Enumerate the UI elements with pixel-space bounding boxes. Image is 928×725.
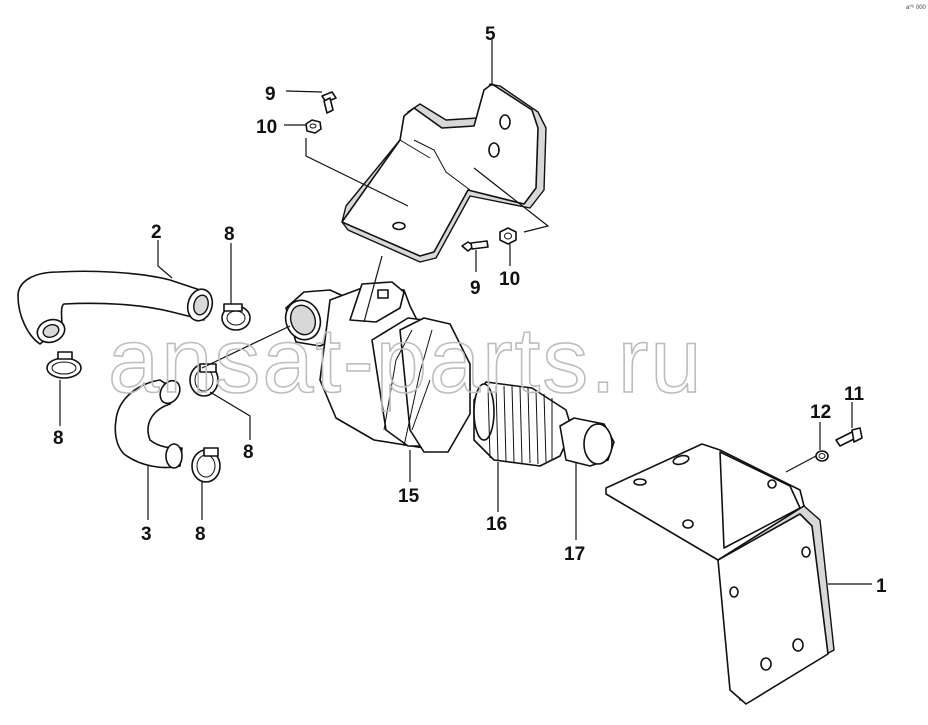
callout-2: 2 <box>151 222 162 243</box>
part-2-upper-hose <box>17 270 214 345</box>
callout-9-top: 9 <box>265 84 276 105</box>
part-9-bolt-top <box>321 91 337 114</box>
part-5-upper-bracket <box>341 83 547 263</box>
callout-11: 11 <box>844 384 865 405</box>
callout-15: 15 <box>398 486 420 507</box>
callout-8-left: 8 <box>53 428 64 449</box>
callout-8-bottom: 8 <box>195 524 206 545</box>
part-17-cap <box>559 417 615 467</box>
part-10-nut-lower <box>499 227 517 245</box>
part-10-nut-top <box>305 119 322 134</box>
callout-5: 5 <box>485 24 496 45</box>
callout-8-mid: 8 <box>243 442 254 463</box>
callouts: 5 9 10 2 8 9 10 8 8 3 8 15 16 17 11 12 1 <box>53 24 887 597</box>
leader-lines <box>59 40 872 585</box>
callout-17: 17 <box>564 544 585 565</box>
part-9-bolt-lower <box>461 240 489 252</box>
part-15-air-filter <box>284 281 471 453</box>
callout-8-top: 8 <box>224 224 235 245</box>
callout-9-lower: 9 <box>470 278 481 299</box>
part-12-nut <box>815 450 829 462</box>
callout-10-top: 10 <box>256 117 277 138</box>
part-8-clamp-b <box>221 303 251 331</box>
part-8-clamp-d <box>191 447 221 483</box>
part-1-support-bracket <box>605 443 835 705</box>
part-11-bolt <box>835 427 863 447</box>
watermark: ansat-parts.ru <box>108 310 704 412</box>
part-8-clamp-a <box>46 351 82 379</box>
corner-code: a⁰⁶ 000 <box>906 4 927 11</box>
callout-10-lower: 10 <box>499 269 520 290</box>
callout-12: 12 <box>810 402 831 423</box>
callout-3: 3 <box>141 524 152 545</box>
part-3-lower-hose <box>114 379 183 469</box>
callout-16: 16 <box>486 514 507 535</box>
part-8-clamp-c <box>189 363 219 397</box>
part-16-filter-element <box>473 381 573 467</box>
callout-1: 1 <box>876 576 887 597</box>
